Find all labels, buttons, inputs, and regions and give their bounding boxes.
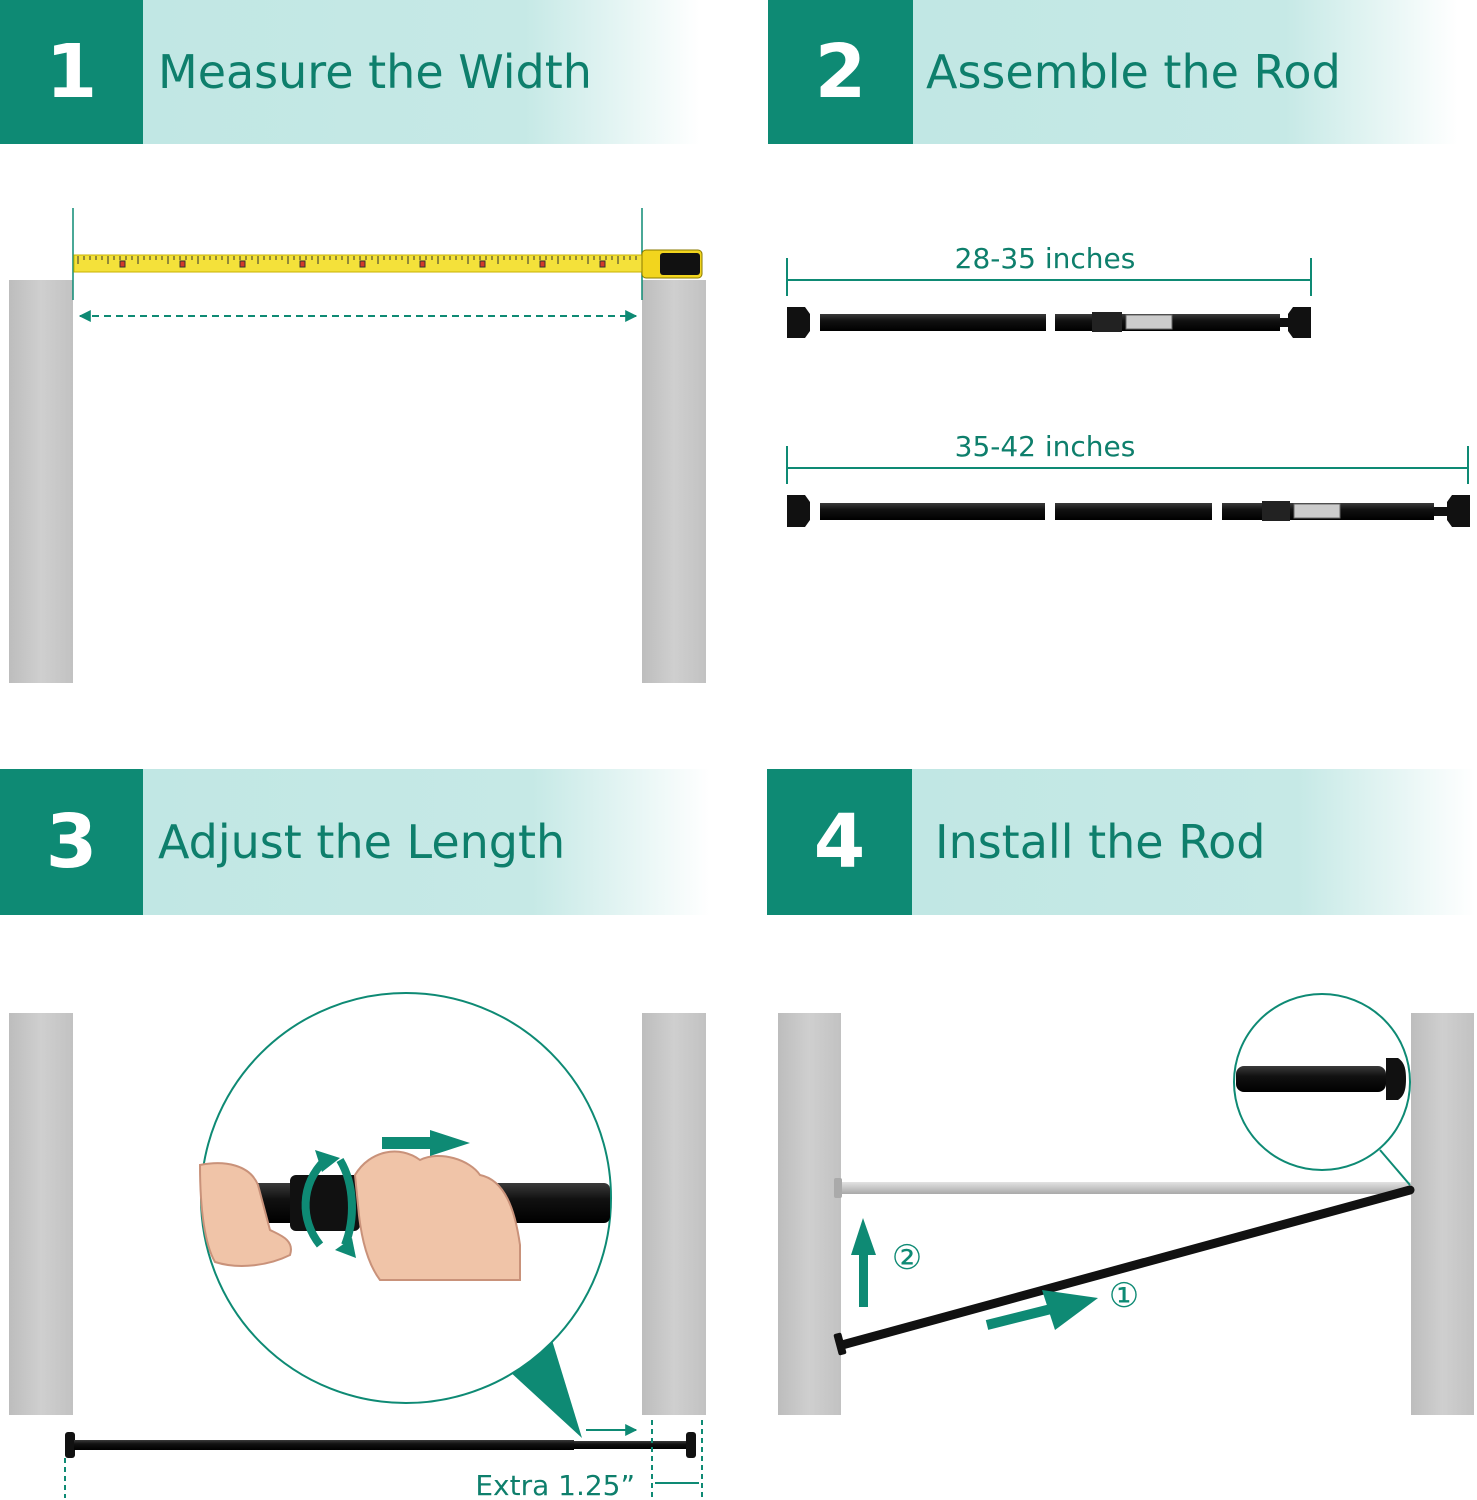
long-rod [787,495,1470,527]
arrow-up-icon [851,1218,876,1307]
right-pillar [642,1013,706,1415]
left-pillar [9,280,73,683]
right-pillar [1411,1013,1474,1415]
extra-length-label: Extra 1.25” [475,1469,635,1500]
rotate-arrows-icon [301,1157,356,1248]
installed-rod-ghost [836,1182,1411,1194]
right-hand [353,1150,521,1281]
step-2-header: 2 Assemble the Rod [768,0,1458,144]
step-number: 1 [0,0,143,144]
left-hand [198,1162,292,1267]
long-length-label: 35-42 inches [955,430,1136,463]
step-one-badge: ① [1109,1276,1139,1316]
right-pillar [642,280,706,683]
step-title: Measure the Width [158,45,592,99]
step-number: 4 [767,769,912,915]
short-rod [787,307,1311,338]
arrow-right-icon [382,1130,470,1156]
arrow-right-icon [985,1290,1098,1330]
step-4-header: 4 Install the Rod [767,769,1475,915]
step-number: 3 [0,769,143,915]
adjust-panel: Extra 1.25” [9,992,706,1500]
step-1-header: 1 Measure the Width [0,0,700,144]
left-pillar [9,1013,73,1415]
diagonal-rod [837,1185,1415,1350]
short-length-label: 28-35 inches [955,242,1136,275]
step-number: 2 [768,0,913,144]
left-pillar [778,1013,841,1415]
step-two-badge: ② [892,1238,922,1278]
adjust-rod [65,1432,696,1458]
step-3-header: 3 Adjust the Length [0,769,710,915]
measure-panel [9,208,706,683]
install-panel: ① ② [778,993,1474,1415]
tape-measure-icon [73,249,703,279]
step-title: Assemble the Rod [926,45,1341,99]
step-title: Install the Rod [935,815,1266,869]
step-title: Adjust the Length [158,815,566,869]
assemble-panel: 28-35 inches 35-42 inches [786,242,1470,527]
